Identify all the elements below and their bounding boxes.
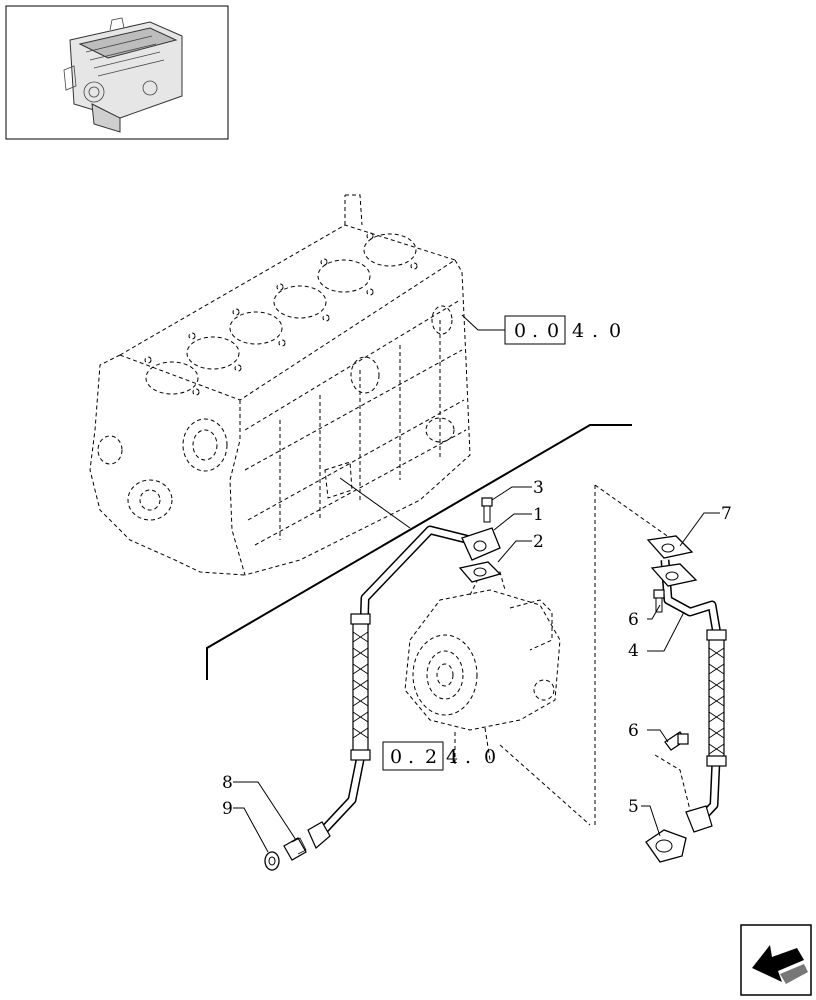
block-ref-leader xyxy=(461,314,505,331)
ref-char: 0 xyxy=(390,746,402,768)
phantom-line xyxy=(594,484,681,546)
flange-gasket xyxy=(458,561,502,583)
ref-char: 0 xyxy=(514,320,526,342)
phantom-line xyxy=(654,754,691,811)
return-bolt-upper xyxy=(653,589,665,613)
callout-7[interactable]: 7 xyxy=(721,504,732,524)
return-gasket-upper xyxy=(646,535,694,559)
sealing-washer xyxy=(264,851,280,871)
flange-bolt xyxy=(481,497,493,523)
pipe-flange xyxy=(461,527,501,561)
callout-2[interactable]: 2 xyxy=(533,532,544,552)
ref-box xyxy=(382,741,444,771)
return-bolt-lower xyxy=(664,731,689,751)
ref-char: 4 xyxy=(572,320,584,342)
callout-6-lower[interactable]: 6 xyxy=(628,721,639,741)
ref-char: . xyxy=(592,320,598,342)
ref-char: . xyxy=(532,320,538,342)
engine-thumbnail-icon xyxy=(5,5,229,140)
ref-char: 0 xyxy=(609,320,621,342)
ref-box xyxy=(504,315,566,345)
engine-block xyxy=(89,194,471,576)
ref-char: 0 xyxy=(547,320,559,342)
union-fitting xyxy=(283,837,307,861)
callout-8[interactable]: 8 xyxy=(222,773,233,793)
back-arrow-icon[interactable] xyxy=(740,924,812,996)
turbocharger xyxy=(404,571,561,765)
ref-char: . xyxy=(465,746,471,768)
oil-port-link xyxy=(339,477,411,529)
callout-6-upper[interactable]: 6 xyxy=(628,610,639,630)
callout-leaders xyxy=(233,486,720,853)
oil-feed-pipe xyxy=(307,525,472,849)
return-gasket-lower xyxy=(645,829,687,863)
oil-return-pipe xyxy=(660,559,727,833)
callout-3[interactable]: 3 xyxy=(533,478,544,498)
callout-5[interactable]: 5 xyxy=(628,797,639,817)
ref-turbocharger[interactable]: 0 . 2 4 . 0 xyxy=(382,741,496,771)
ref-char: 0 xyxy=(484,746,496,768)
ref-char: 2 xyxy=(425,746,437,768)
callout-9[interactable]: 9 xyxy=(222,799,233,819)
phantom-line xyxy=(499,744,591,826)
ref-char: . xyxy=(408,746,414,768)
return-flange-upper xyxy=(650,563,698,587)
ref-engine-block[interactable]: 0 . 0 4 . 0 xyxy=(504,315,621,345)
callout-1[interactable]: 1 xyxy=(533,505,544,525)
ref-char: 4 xyxy=(446,746,458,768)
callout-4[interactable]: 4 xyxy=(628,641,639,661)
group-bracket xyxy=(206,424,632,680)
